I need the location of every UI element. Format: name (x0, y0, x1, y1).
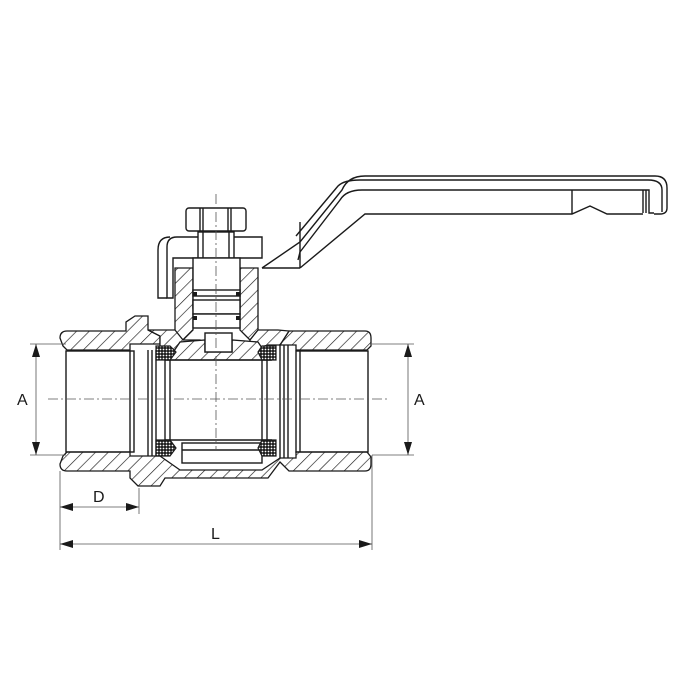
dimension-label-D: D (93, 489, 105, 506)
bore (65, 345, 369, 458)
dimension-right-A: A (372, 343, 425, 456)
valve-body-top (59, 315, 372, 361)
dimension-label-A-left: A (17, 392, 28, 409)
dimension-label-L: L (211, 526, 220, 543)
packing-gland (174, 257, 259, 341)
seat-rings (155, 345, 277, 457)
dimension-label-A-right: A (414, 392, 425, 409)
valve-body-bottom (59, 442, 372, 487)
dimension-D: D (59, 471, 140, 550)
lever-handle (261, 175, 668, 269)
dimension-left-A: A (17, 343, 66, 456)
dimension-L: L (60, 455, 373, 550)
